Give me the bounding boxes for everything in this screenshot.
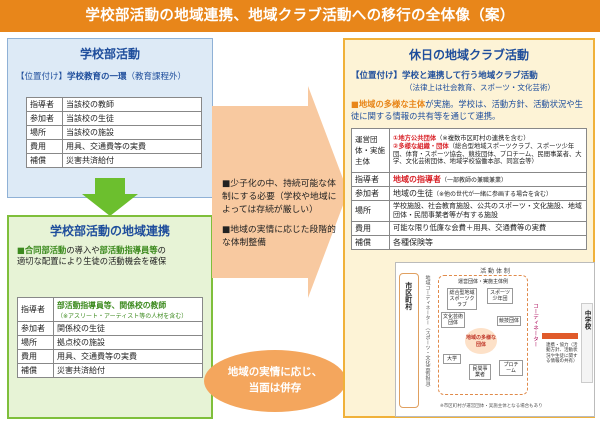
diagram-title: 活 動 体 制 <box>480 268 510 275</box>
table-row: 費用用具、交通費等の実費 <box>26 139 202 154</box>
coexist-oval: 地域の実情に応じ、当面は併存 <box>204 350 346 412</box>
down-arrow-icon <box>82 178 138 216</box>
table-row: 運営団体・実施主体 ①地方公共団体（※複数市区町村の連携を含む） ②多様な組織・… <box>351 128 587 173</box>
table-row: 費用可能な限り低廉な会費＋用具、交通費等の実費 <box>351 220 587 236</box>
operator-group: 運営団体・実施主体例 総合型地域スポーツクラブ スポーツ少年団 文化芸術団体 競… <box>438 275 528 395</box>
coordinator-left: 地域コーディネーター（スポーツ・文化芸術担当） <box>424 275 431 390</box>
link-arrow <box>542 333 578 339</box>
diagram-box: プロチーム <box>499 360 523 376</box>
table-row: 参加者当該校の生徒 <box>26 111 202 126</box>
page-title: 学校部活動の地域連携、地域クラブ活動への移行の全体像（案） <box>0 0 600 32</box>
regional-club-heading: 休日の地域クラブ活動 <box>408 48 529 62</box>
school-note: 連携・協力（活動方針、活動状況や生徒に関する情報の共有） <box>546 343 578 365</box>
table-row: 補償各種保険等 <box>351 234 587 250</box>
middle-note-2: ■地域の実情に応じた段階的な体制整備 <box>222 225 336 248</box>
table-row: 場所学校施設、社会教育施設、公共のスポーツ・文化施設、地域団体・民間事業者等が有… <box>351 200 587 222</box>
table-row: 場所当該校の施設 <box>26 125 202 140</box>
city-column: 市区町村 <box>399 273 419 408</box>
diagram-box: 競技団体 <box>497 316 521 326</box>
diagram-footnote: ※市区町村が運営団体・実施主体となる場合もあり <box>440 404 543 409</box>
diagram-box: 民間事業者 <box>469 364 491 380</box>
regional-club-position-sub: （法律上は社会教育、スポーツ・文化芸術） <box>405 83 555 92</box>
coach-sub: （※アスリート・アーティスト等の人材を含む） <box>57 312 188 320</box>
table-row: 指導者地域の指導者（一部教師の兼職兼業） <box>351 172 587 187</box>
table-row: 指導者 部活動指導員等、関係校の教師 （※アスリート・アーティスト等の人材を含む… <box>17 297 203 322</box>
table-row: 参加者関係校の生徒 <box>17 321 203 336</box>
school-club-position: 【位置付け】学校教育の一環（教育課程外） <box>16 72 187 82</box>
regional-club-note: ■地域の多様な主体が実施。学校は、活動方針、活動状況や生徒に関する情報の共有等を… <box>351 99 583 121</box>
middle-note-1: ■少子化の中、持続可能な体制にする必要（学校や地域によっては存続が厳しい） <box>222 179 337 215</box>
regional-cooperation-table: 指導者 部活動指導員等、関係校の教師 （※アスリート・アーティスト等の人材を含む… <box>17 297 203 378</box>
diagram-center: 地域の多様な団体 <box>465 328 497 354</box>
school-club-panel: 学校部活動 【位置付け】学校教育の一環（教育課程外） 指導者当該校の教師 参加者… <box>7 38 213 198</box>
coach-main: 部活動指導員等、関係校の教師 <box>57 300 167 310</box>
diagram-box: スポーツ少年団 <box>487 288 513 304</box>
diagram-box: 文化芸術団体 <box>441 312 465 328</box>
diagram-box: 総合型地域スポーツクラブ <box>447 288 477 310</box>
regional-club-position: 【位置付け】学校と連携して行う地域クラブ活動 <box>351 71 538 81</box>
table-row: 指導者当該校の教師 <box>26 97 202 112</box>
school-club-heading: 学校部活動 <box>79 47 140 61</box>
table-row: 補償災害共済給付 <box>26 153 202 168</box>
diagram-box: 大学 <box>443 354 461 364</box>
coordinator-right: コーディネーター <box>532 303 539 347</box>
regional-club-table: 運営団体・実施主体 ①地方公共団体（※複数市区町村の連携を含む） ②多様な組織・… <box>351 128 587 250</box>
regional-cooperation-heading: 学校部活動の地域連携 <box>49 224 170 238</box>
middle-notes: ■少子化の中、持続可能な体制にする必要（学校や地域によっては存続が厳しい） ■地… <box>222 178 342 258</box>
right-arrow-icon <box>212 86 348 298</box>
school-club-table: 指導者当該校の教師 参加者当該校の生徒 場所当該校の施設 費用用具、交通費等の実… <box>26 97 202 168</box>
activity-structure-diagram: 活 動 体 制 市区町村 地域コーディネーター（スポーツ・文化芸術担当） 運営団… <box>395 262 595 417</box>
table-row: 補償災害共済給付 <box>17 363 203 378</box>
table-row: 費用用具、交通費等の実費 <box>17 349 203 364</box>
table-row: 参加者地域の生徒（※他の世代が一緒に参画する場合を含む） <box>351 186 587 201</box>
regional-cooperation-note: ■合同部活動の導入や部活動指導員等の適切な配置により生徒の活動機会を確保 <box>17 245 167 267</box>
table-row: 場所拠点校の施設 <box>17 335 203 350</box>
school-building: 中学校 <box>581 303 593 383</box>
regional-cooperation-panel: 学校部活動の地域連携 ■合同部活動の導入や部活動指導員等の適切な配置により生徒の… <box>7 215 213 419</box>
